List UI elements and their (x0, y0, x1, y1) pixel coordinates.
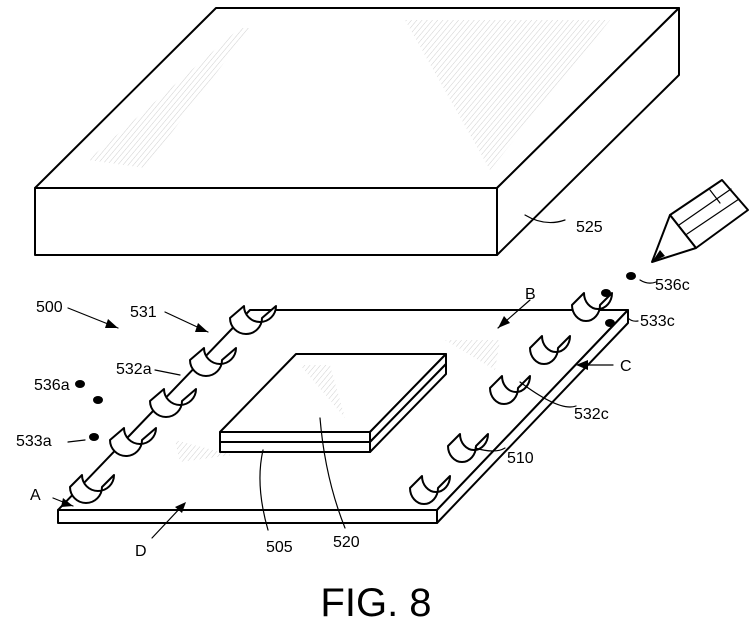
label-532c: 532c (574, 406, 609, 423)
label-520: 520 (333, 534, 360, 551)
label-533a: 533a (16, 433, 52, 450)
label-510: 510 (507, 450, 534, 467)
leader-lines (52, 214, 657, 539)
label-B: B (525, 286, 536, 303)
adhesive-drops (75, 272, 636, 441)
label-500: 500 (36, 299, 63, 316)
label-536a: 536a (34, 377, 70, 394)
figure-caption: FIG. 8 (320, 581, 431, 625)
label-532a: 532a (116, 361, 152, 378)
right-hinge-row (409, 292, 613, 505)
reference-labels: 525 536c 533c B C 532c 510 500 531 532a … (16, 219, 690, 560)
label-505: 505 (266, 539, 293, 556)
label-525: 525 (576, 219, 603, 236)
label-533c: 533c (640, 313, 675, 330)
label-536c: 536c (655, 277, 690, 294)
label-C: C (620, 358, 632, 375)
label-A: A (30, 487, 41, 504)
component-stack (219, 353, 447, 453)
pen-illustration (651, 179, 749, 263)
label-D: D (135, 543, 147, 560)
cover-block (34, 7, 680, 256)
left-hinge-row (69, 305, 277, 504)
label-531: 531 (130, 304, 157, 321)
